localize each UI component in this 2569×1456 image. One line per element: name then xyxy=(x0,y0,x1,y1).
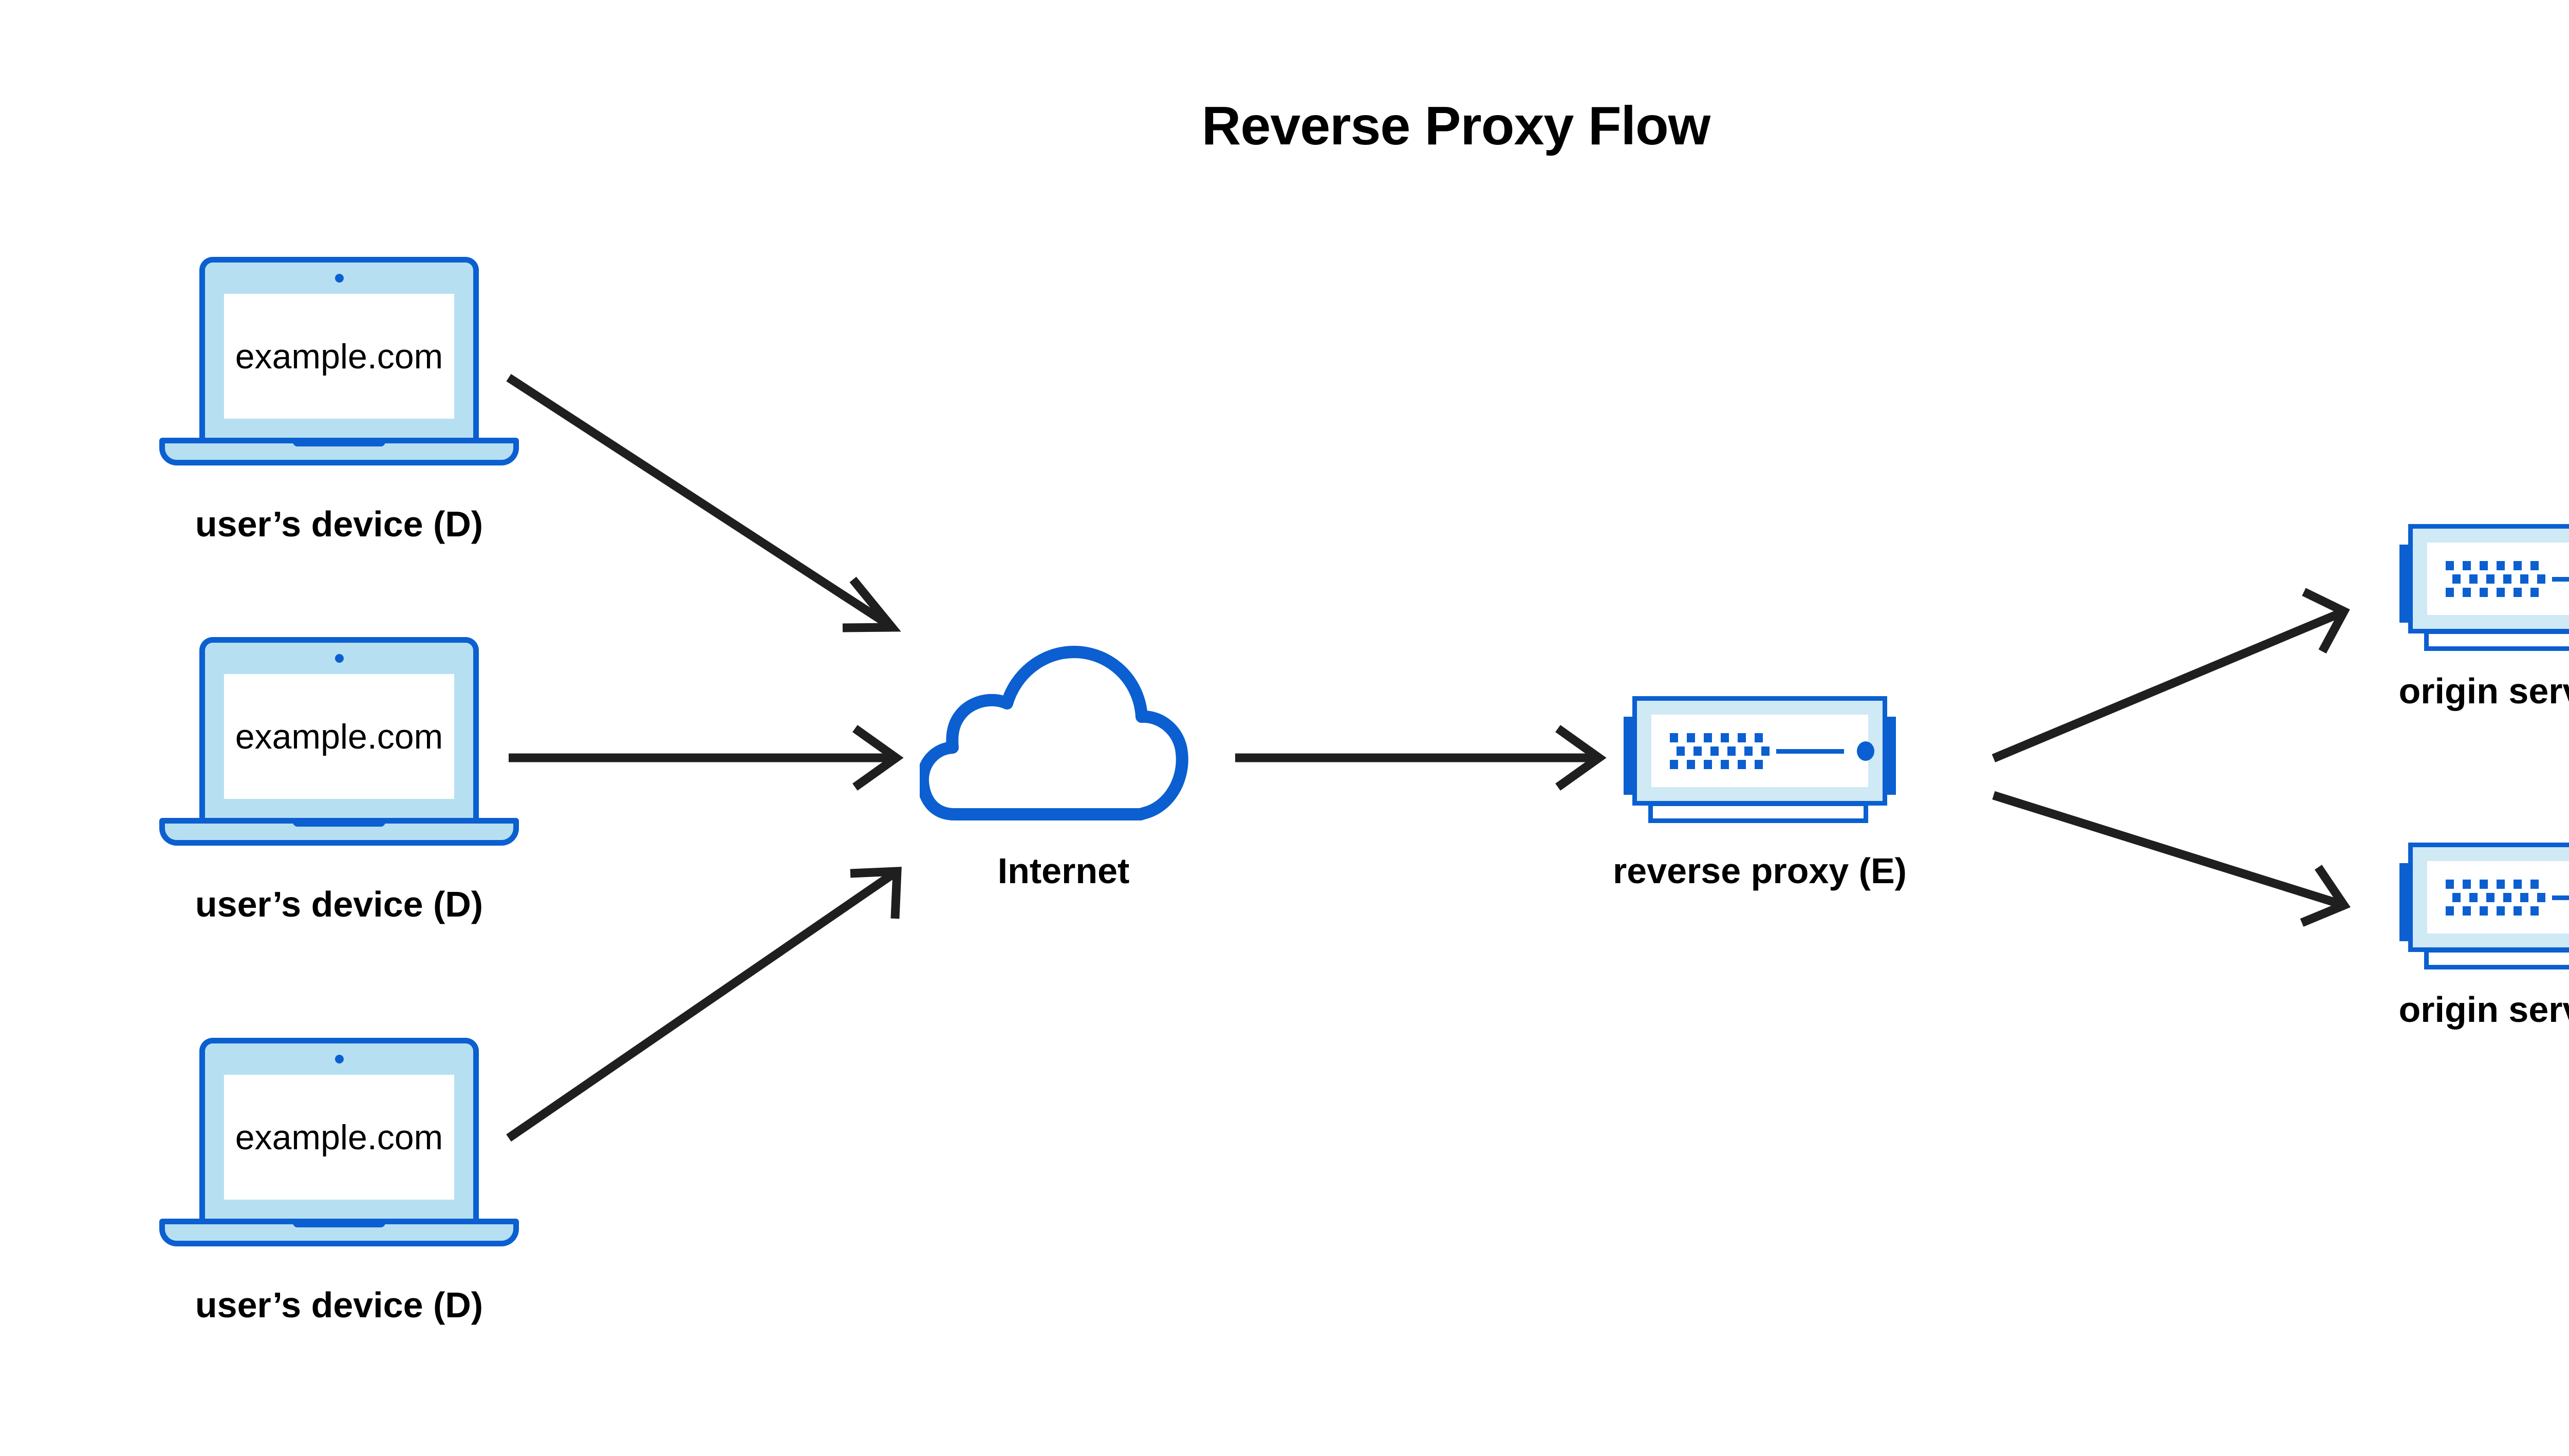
laptop-device-2[interactable]: example.com xyxy=(159,637,519,853)
server-front-panel xyxy=(2427,861,2569,934)
laptop-hinge-notch xyxy=(293,818,385,827)
laptop-screen: example.com xyxy=(224,1075,454,1200)
laptop-lid: example.com xyxy=(199,1038,479,1228)
server-base xyxy=(2424,629,2569,651)
caption-origin-1: origin server (F) xyxy=(2398,671,2569,711)
server-base xyxy=(1648,801,1868,823)
arrowhead-device3-to-internet xyxy=(850,867,902,919)
caption-device-1: user’s device (D) xyxy=(195,504,483,544)
browser-url-text: example.com xyxy=(235,337,443,376)
browser-url-text: example.com xyxy=(235,1117,443,1157)
caption-device-2: user’s device (D) xyxy=(195,884,483,924)
server-front-panel xyxy=(2427,543,2569,615)
cloud-icon[interactable] xyxy=(920,634,1207,825)
server-status-led-icon xyxy=(1857,741,1874,761)
server-vent-grid-icon xyxy=(1670,733,1770,769)
laptop-screen: example.com xyxy=(224,294,454,419)
laptop-screen: example.com xyxy=(224,674,454,799)
server-vent-grid-icon xyxy=(2446,879,2545,916)
webcam-icon xyxy=(335,1055,344,1063)
edge-device1-to-internet xyxy=(506,374,890,628)
server-origin-1[interactable] xyxy=(2399,524,2569,652)
cloud-shape xyxy=(920,646,1188,820)
caption-origin-2: origin server (F) xyxy=(2398,990,2569,1030)
laptop-hinge-notch xyxy=(293,438,385,446)
laptop-device-3[interactable]: example.com xyxy=(159,1038,519,1254)
edge-proxy-to-origin1 xyxy=(1991,609,2343,762)
laptop-device-1[interactable]: example.com xyxy=(159,257,519,473)
webcam-icon xyxy=(335,274,344,283)
arrowhead-proxy-to-origin2 xyxy=(2300,865,2351,927)
server-body xyxy=(2408,843,2569,952)
browser-url-text: example.com xyxy=(235,717,443,756)
caption-internet: Internet xyxy=(997,851,1130,891)
server-body xyxy=(1632,696,1887,806)
server-slot-icon xyxy=(2552,576,2569,582)
server-base xyxy=(2424,948,2569,969)
caption-reverse-proxy: reverse proxy (E) xyxy=(1613,851,1907,891)
server-slot-icon xyxy=(1776,749,1844,754)
arrowhead-device2-to-internet xyxy=(852,725,904,791)
laptop-lid: example.com xyxy=(199,257,479,447)
edge-device3-to-internet xyxy=(506,869,897,1142)
server-front-panel xyxy=(1651,715,1874,787)
server-vent-grid-icon xyxy=(2446,561,2545,597)
server-body xyxy=(2408,524,2569,633)
laptop-hinge-notch xyxy=(293,1219,385,1227)
caption-device-3: user’s device (D) xyxy=(195,1285,483,1325)
arrowhead-internet-to-proxy xyxy=(1555,725,1607,791)
laptop-lid: example.com xyxy=(199,637,479,827)
server-origin-2[interactable] xyxy=(2399,843,2569,971)
server-reverse-proxy[interactable] xyxy=(1624,696,1896,825)
arrowhead-proxy-to-origin1 xyxy=(2302,588,2350,654)
page-title: Reverse Proxy Flow xyxy=(1201,96,1710,156)
edge-proxy-to-origin2 xyxy=(1992,791,2342,909)
webcam-icon xyxy=(335,654,344,663)
server-slot-icon xyxy=(2552,895,2569,900)
arrowhead-device1-to-internet xyxy=(842,576,901,632)
